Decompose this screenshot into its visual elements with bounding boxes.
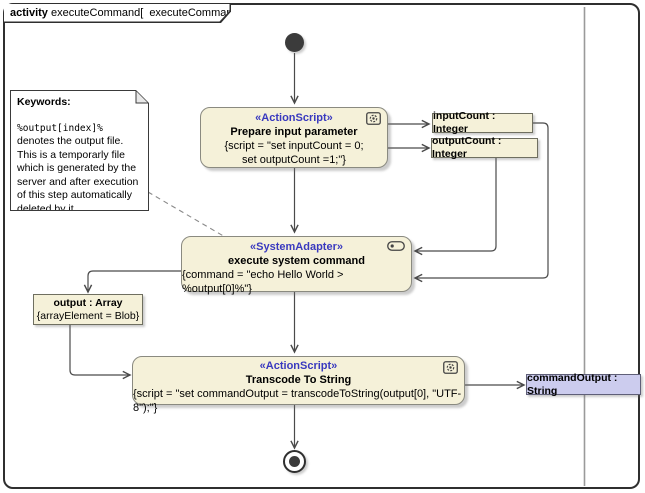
- object-label: inputCount : Integer: [433, 110, 496, 135]
- node-body-line1: {command = "echo Hello World > %output[0…: [182, 269, 344, 295]
- edge-execute-to-output[interactable]: [83, 270, 181, 294]
- edge-inputcount-to-execute[interactable]: [413, 122, 549, 283]
- note-anchor-dashed-line[interactable]: [147, 191, 233, 242]
- tab-keyword: activity: [10, 6, 48, 19]
- note-code: %output[index]%: [17, 122, 103, 134]
- diagram-frame: [3, 3, 640, 489]
- object-node-commandoutput[interactable]: commandOutput : String: [526, 371, 641, 397]
- diagram-title-tab[interactable]: activity executeCommand[executeCommand ]: [4, 4, 230, 22]
- gear-icon: [443, 361, 458, 374]
- note-after-code: denotes the output file.: [17, 135, 124, 147]
- initial-node[interactable]: [285, 33, 304, 52]
- edge-output-to-transcode[interactable]: [69, 325, 132, 380]
- object-node-outputcount[interactable]: outputCount : Integer: [431, 135, 538, 160]
- note-heading: Keywords:: [17, 96, 71, 108]
- node-name: Transcode To String: [245, 374, 352, 386]
- activity-final-node[interactable]: [283, 450, 306, 473]
- node-stereotype: «ActionScript»: [255, 112, 333, 124]
- note-content: Keywords: %output[index]% denotes the ou…: [11, 91, 148, 210]
- node-stereotype: «ActionScript»: [259, 360, 338, 372]
- tab-diagram-name: executeCommand: [149, 6, 239, 19]
- node-stereotype: «SystemAdapter»: [250, 241, 343, 253]
- edge-outputcount-to-execute[interactable]: [413, 158, 497, 256]
- activity-final-node-dot: [289, 456, 300, 467]
- object-label: outputCount : Integer: [432, 135, 502, 160]
- action-node-execute-system-command[interactable]: «SystemAdapter» execute system command {…: [181, 236, 412, 295]
- gear-icon: [366, 112, 381, 125]
- node-body-line2: set outputCount =1;"}: [242, 154, 346, 166]
- action-node-transcode-to-string[interactable]: «ActionScript» Transcode To String {scri…: [132, 356, 465, 414]
- node-name: execute system command: [228, 255, 365, 267]
- action-node-prepare-input-parameter[interactable]: «ActionScript» Prepare input parameter {…: [200, 107, 388, 168]
- tab-context: executeCommand[: [50, 6, 144, 19]
- object-detail: {arrayElement = Blob}: [36, 309, 140, 322]
- object-node-inputcount[interactable]: inputCount : Integer: [432, 110, 533, 135]
- node-body-line1: {script = "set inputCount = 0;: [224, 140, 364, 152]
- object-label: output : Array: [53, 296, 123, 309]
- connector-pill-icon: [387, 241, 405, 251]
- object-label: commandOutput : String: [527, 371, 618, 397]
- node-name: Prepare input parameter: [230, 126, 358, 138]
- keywords-note[interactable]: Keywords: %output[index]% denotes the ou…: [10, 90, 149, 211]
- node-body-line1: {script = "set commandOutput = transcode…: [133, 388, 462, 414]
- note-text: %output[index]% denotes the output file.…: [17, 122, 142, 217]
- object-node-output-array[interactable]: output : Array {arrayElement = Blob}: [33, 294, 143, 325]
- note-body: This is a temporarly file which is gener…: [17, 148, 139, 215]
